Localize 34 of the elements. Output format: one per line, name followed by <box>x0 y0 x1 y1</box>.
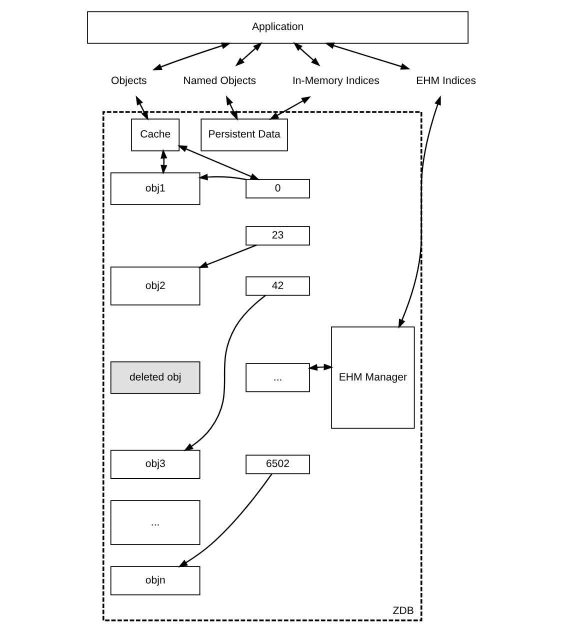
arrow <box>178 474 272 568</box>
node-box: EHM Manager <box>330 326 414 429</box>
node-box: obj1 <box>110 172 200 205</box>
node-box: 42 <box>245 276 310 296</box>
arrow <box>135 95 148 121</box>
node-box: Persistent Data <box>200 118 288 152</box>
arrow <box>183 294 266 452</box>
arrow <box>398 95 440 329</box>
node-box: objn <box>110 566 200 596</box>
node-text: In-Memory Indices <box>292 74 379 87</box>
arrow <box>268 96 311 120</box>
node-box: obj3 <box>110 450 200 479</box>
arrow <box>177 145 260 180</box>
arrow <box>292 42 320 66</box>
arrow <box>198 174 246 180</box>
node-box: Cache <box>130 118 180 152</box>
node-box: 0 <box>245 179 310 198</box>
node-box: Application <box>86 11 468 44</box>
arrow <box>324 42 410 70</box>
arrow <box>234 42 262 66</box>
node-text: Named Objects <box>182 74 256 87</box>
arrow <box>152 42 230 70</box>
node-box: obj2 <box>110 266 200 306</box>
arrow <box>160 149 167 174</box>
node-text: EHM Indices <box>416 74 476 87</box>
node-box: ... <box>110 500 200 545</box>
arrow <box>198 244 256 268</box>
arrow <box>225 95 238 121</box>
arrow <box>307 364 333 371</box>
node-text: Objects <box>110 74 146 87</box>
node-box: deleted obj <box>110 361 200 394</box>
node-box: 23 <box>245 226 310 246</box>
node-box: ... <box>245 363 310 392</box>
node-box: 6502 <box>245 454 310 474</box>
